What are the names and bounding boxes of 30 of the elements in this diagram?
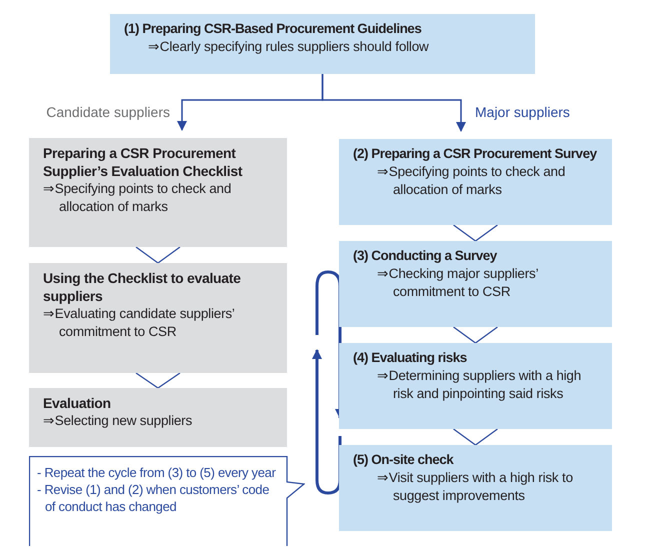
step-title: Preparing a CSR Procurement Supplier’s Evaluation Checklist (43, 144, 244, 180)
note-text: - Revise (1) and (2) when customers’ code of conduct has changed (37, 481, 270, 515)
edge-label: Major suppliers (475, 104, 570, 120)
process-box (29, 388, 287, 447)
step-description: ⇒Specifying points to check and allocation of marks (376, 163, 566, 199)
step-title: (2) Preparing a CSR Procurement Survey (353, 145, 598, 163)
step-title: Using the Checklist to evaluate suppliers (43, 269, 242, 305)
arrow (322, 74, 466, 132)
step-description: ⇒Visit suppliers with a high risk to suggest improvements (376, 469, 574, 505)
note-text: - Repeat the cycle from (3) to (5) every year (37, 464, 277, 481)
callout-box (29, 456, 305, 546)
step-description: ⇒Checking major suppliers’ commitment to CSR (376, 265, 539, 301)
step-title: (4) Evaluating risks (353, 349, 468, 367)
edge-label: Candidate suppliers (46, 104, 170, 120)
process-box (29, 263, 287, 373)
process-box (29, 138, 287, 247)
process-box (110, 14, 535, 74)
process-box (339, 241, 612, 327)
step-description: ⇒Clearly specifying rules suppliers should follow (147, 38, 430, 56)
step-title: Evaluation (43, 394, 112, 412)
step-title: (5) On-site check (353, 451, 455, 469)
process-box (339, 445, 612, 531)
process-box (339, 343, 612, 429)
step-description: ⇒Evaluating candidate suppliers’ commitment to CSR (43, 305, 236, 341)
step-title: (3) Conducting a Survey (353, 247, 498, 265)
step-description: ⇒Determining suppliers with a high risk and pinpointing said risks (376, 367, 582, 403)
step-title: (1) Preparing CSR-Based Procurement Guidelines (124, 20, 422, 38)
process-box (339, 139, 612, 225)
step-description: ⇒Specifying points to check and allocation of marks (43, 180, 232, 216)
step-description: ⇒Selecting new suppliers (43, 412, 194, 430)
